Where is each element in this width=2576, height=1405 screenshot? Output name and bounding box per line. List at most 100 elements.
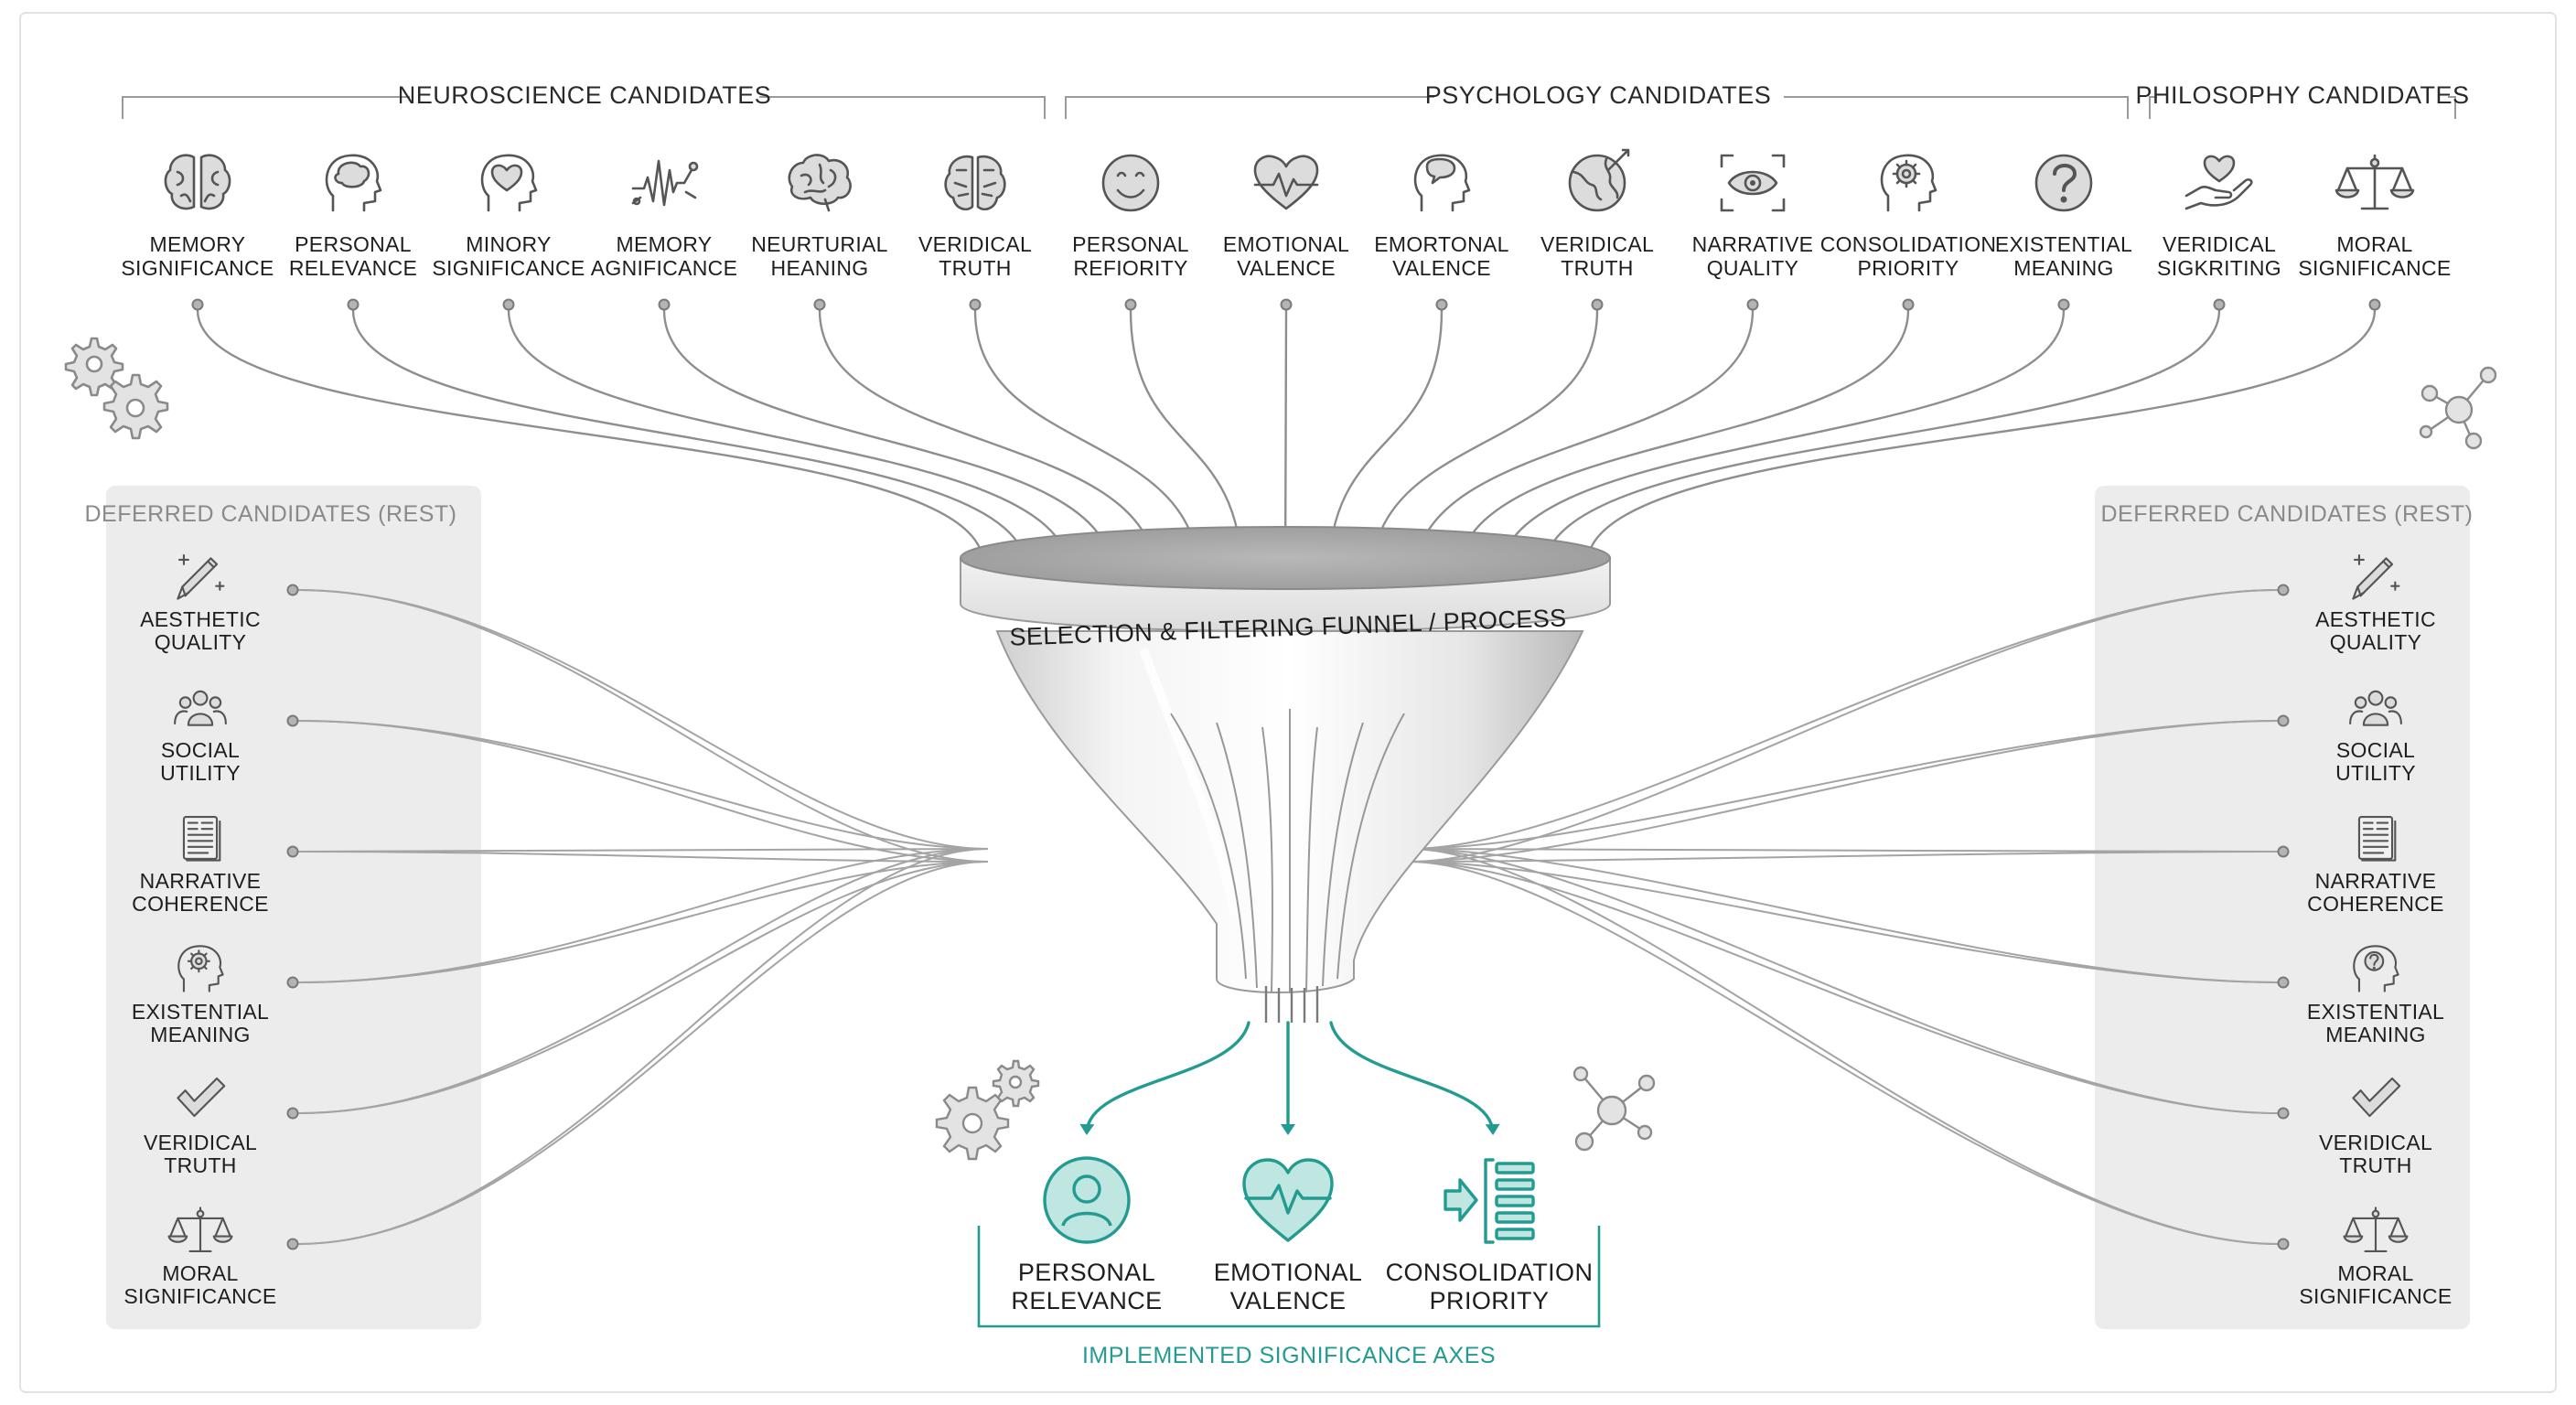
head-gear-icon (1880, 154, 1937, 212)
document-icon (182, 815, 221, 862)
deferred-connector (297, 589, 989, 863)
pencil-sparkle-icon (2352, 553, 2400, 600)
candidate-connector (973, 309, 1199, 579)
deferred-connector (1408, 720, 2279, 863)
deferred-label-line2: SIGNIFICANCE (2299, 1284, 2452, 1308)
deferred-connector (1408, 861, 2279, 983)
implemented-bracket (977, 1226, 1601, 1328)
candidate-label-line1: MORAL (2336, 232, 2412, 256)
connector-dot (1280, 298, 1293, 311)
scales-icon (2334, 154, 2415, 210)
implemented-axis-labels: PERSONAL RELEVANCE EMOTIONAL VALENCE CON… (1011, 1259, 1593, 1314)
candidate-connector (507, 309, 1069, 574)
candidate-connector (1371, 309, 1599, 579)
heart-pulse-icon (1253, 155, 1319, 210)
deferred-label-line1: AESTHETIC (2315, 607, 2436, 631)
neuroscience-group-title: NEUROSCIENCE CANDIDATES (398, 81, 772, 109)
brain-split-icon (944, 155, 1006, 210)
deferred-label-line2: QUALITY (155, 630, 247, 654)
deferred-label-line2: TRUTH (2339, 1153, 2411, 1177)
candidate-label-line2: TRUTH (939, 256, 1011, 280)
deferred-label-line1: VERIDICAL (2319, 1131, 2432, 1154)
deferred-label-line1: NARRATIVE (140, 869, 262, 893)
deferred-connector (297, 861, 989, 1245)
connector-dot (286, 1107, 299, 1120)
candidate-connector (1458, 309, 1910, 576)
head-heart-icon (480, 154, 538, 212)
people-group-icon (2349, 690, 2402, 726)
deferred-label-line1: VERIDICAL (144, 1131, 257, 1154)
scales-icon (167, 1207, 233, 1253)
deferred-label-line1: SOCIAL (2336, 738, 2415, 762)
deferred-connector (1408, 851, 2279, 863)
molecule-decoration-right (2419, 366, 2497, 450)
connector-dot (286, 976, 299, 989)
candidate-connector (1587, 309, 2377, 564)
deferred-label-line2: TRUTH (164, 1153, 236, 1177)
candidate-label-line1: MEMORY (150, 232, 246, 256)
connector-dot (2277, 714, 2290, 727)
gears-decoration-bottom (935, 1059, 1040, 1161)
connector-dot (813, 298, 826, 311)
axis-consolidation-priority-line1: CONSOLIDATION (1386, 1259, 1594, 1286)
candidate-label-line2: PRIORITY (1857, 256, 1959, 280)
candidate-label-line2: QUALITY (1707, 256, 1799, 280)
gears-decoration-left (64, 337, 169, 440)
connector-dot (1746, 298, 1759, 311)
deferred-label-line2: MEANING (2325, 1023, 2425, 1046)
connector-dot (2368, 298, 2381, 311)
question-circle-icon (2034, 154, 2093, 212)
candidate-label-line1: VERIDICAL (1540, 232, 1654, 256)
deferred-label-line1: MORAL (2337, 1261, 2413, 1285)
eye-frame-icon (1720, 154, 1786, 212)
candidate-label-line2: REFIORITY (1073, 256, 1187, 280)
candidate-label-line1: EXISTENTIAL (1995, 232, 2132, 256)
axis-consolidation-priority-line2: PRIORITY (1430, 1287, 1550, 1314)
candidate-label-line1: VERIDICAL (918, 232, 1032, 256)
deferred-label-line1: NARRATIVE (2315, 869, 2437, 893)
deferred-connector (297, 861, 989, 1114)
candidate-connector (818, 309, 1156, 578)
head-question-icon (2353, 945, 2399, 992)
brain-outline-icon (788, 154, 852, 212)
connector-dot (347, 298, 360, 311)
funnel-output-arrows (1079, 986, 1500, 1135)
signal-wave-icon (631, 159, 699, 207)
candidate-connector (1544, 309, 2221, 570)
deferred-label-line1: EXISTENTIAL (132, 1000, 269, 1024)
deferred-connector (297, 861, 989, 983)
connector-dot (1902, 298, 1915, 311)
deferred-left-title: DEFERRED CANDIDATES (REST) (84, 501, 456, 527)
candidate-label-line1: PERSONAL (295, 232, 412, 256)
connector-dot (502, 298, 515, 311)
deferred-label-line1: SOCIAL (161, 738, 240, 762)
people-group-icon (174, 690, 227, 726)
connector-dot (1591, 298, 1604, 311)
arrow-into-stack-icon (1444, 1158, 1535, 1244)
candidate-label-line2: HEANING (771, 256, 869, 280)
candidate-label-line1: MEMORY (617, 232, 713, 256)
candidate-label-line2: SIGNIFICANCE (121, 256, 274, 280)
person-circle-icon (1043, 1156, 1131, 1244)
deferred-connector (1408, 861, 2279, 1114)
connector-dot (2277, 976, 2290, 989)
connector-dot (2057, 298, 2070, 311)
connector-dot (2277, 1107, 2290, 1120)
deferred-label-line1: AESTHETIC (140, 607, 261, 631)
axis-emotional-valence-line1: EMOTIONAL (1214, 1259, 1363, 1286)
connector-dot (2277, 845, 2290, 858)
